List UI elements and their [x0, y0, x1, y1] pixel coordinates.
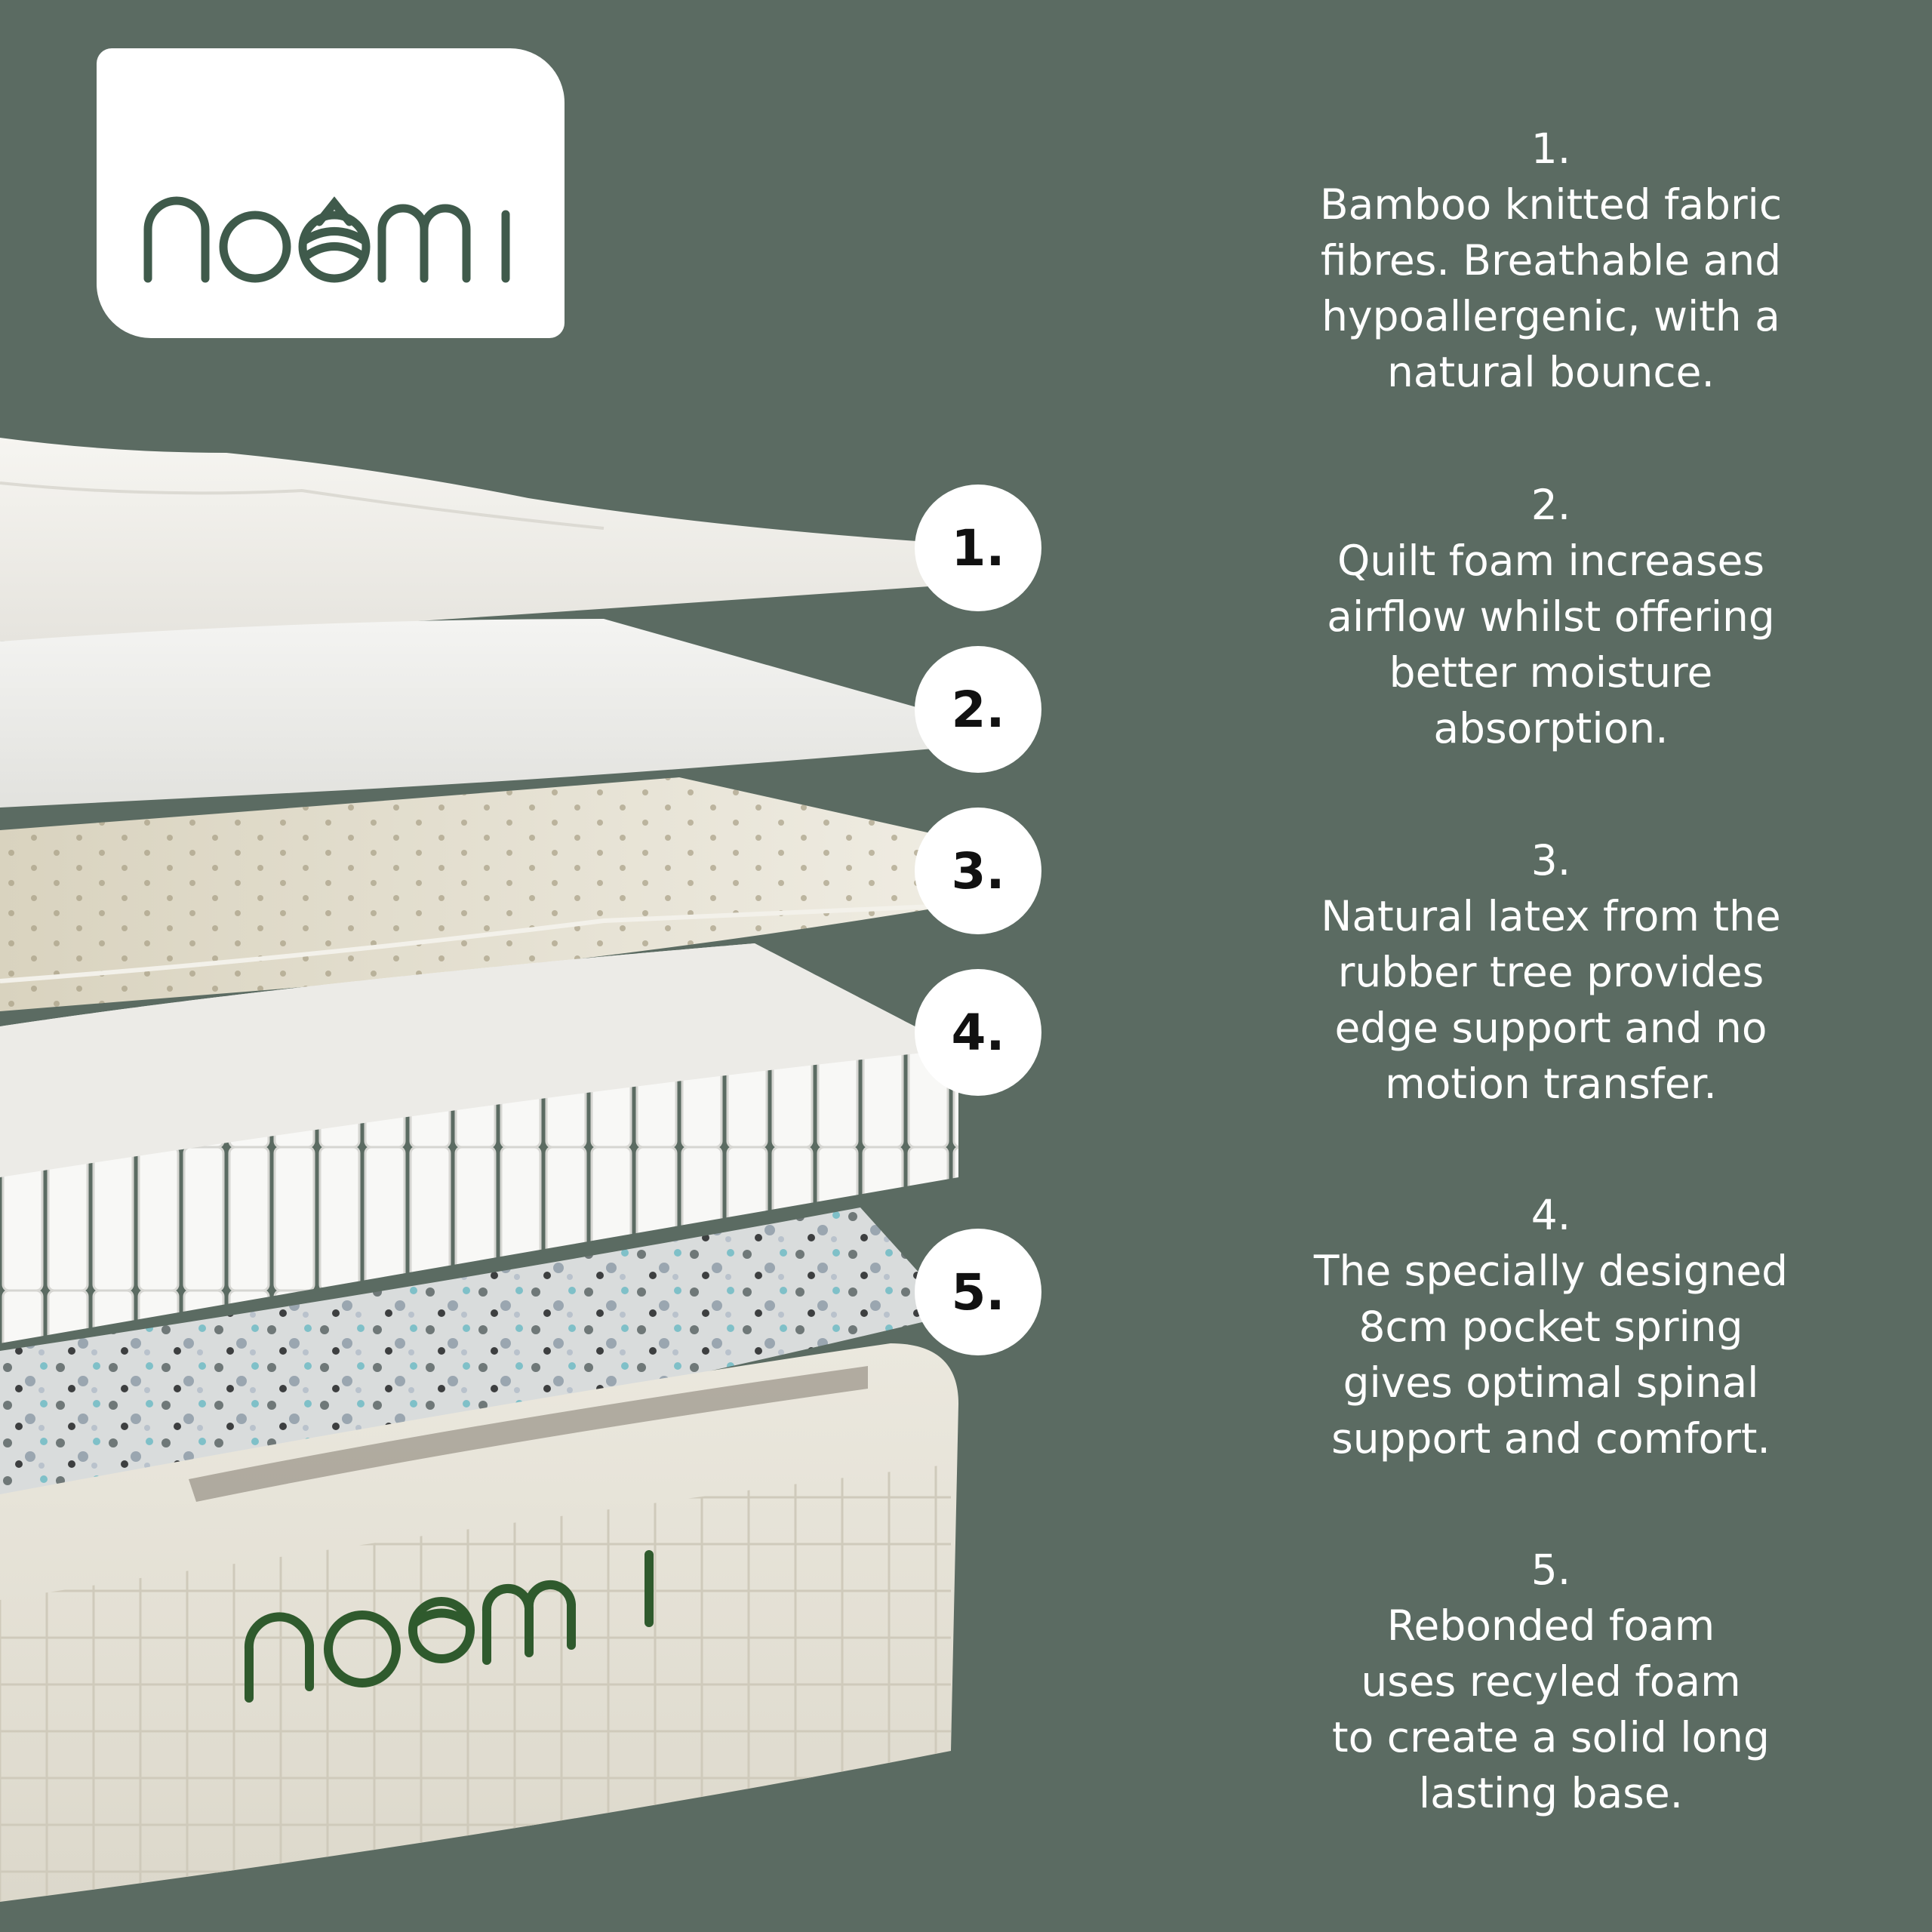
layer-description-1: 1. Bamboo knitted fabric fibres. Breatha… — [1253, 121, 1849, 400]
badge-label: 1. — [951, 518, 1005, 577]
layer-5-rebonded-foam — [0, 1208, 928, 1509]
mattress-layers-illustration — [0, 438, 958, 1902]
description-text: Quilt foam increases airflow whilst offe… — [1327, 537, 1775, 752]
badge-label: 3. — [951, 841, 1005, 900]
layer-description-4: 4. The specially designed 8cm pocket spr… — [1253, 1187, 1849, 1466]
description-text: The specially designed 8cm pocket spring… — [1313, 1247, 1789, 1463]
description-number: 4. — [1531, 1191, 1571, 1239]
badge-3: 3. — [915, 808, 1041, 934]
layer-description-5: 5. Rebonded foam uses recyled foam to cr… — [1253, 1542, 1849, 1821]
layer-1-cover — [0, 438, 951, 641]
description-number: 3. — [1531, 836, 1571, 884]
layer-description-2: 2. Quilt foam increases airflow whilst o… — [1253, 477, 1849, 756]
badge-4: 4. — [915, 969, 1041, 1096]
layer-description-3: 3. Natural latex from the rubber tree pr… — [1253, 832, 1849, 1112]
badge-label: 5. — [951, 1263, 1005, 1321]
noomi-logo — [143, 196, 510, 283]
badge-5: 5. — [915, 1229, 1041, 1355]
description-number: 2. — [1531, 481, 1571, 529]
badge-2: 2. — [915, 646, 1041, 773]
logo-card — [97, 48, 565, 338]
description-text: Bamboo knitted fabric fibres. Breathable… — [1319, 180, 1783, 396]
badge-label: 4. — [951, 1003, 1005, 1062]
mattress-embroidered-logo — [244, 1550, 654, 1703]
description-text: Natural latex from the rubber tree provi… — [1321, 892, 1781, 1108]
description-text: Rebonded foam uses recyled foam to creat… — [1332, 1601, 1770, 1817]
description-number: 5. — [1531, 1546, 1571, 1594]
description-number: 1. — [1531, 125, 1571, 173]
badge-1: 1. — [915, 485, 1041, 611]
badge-label: 2. — [951, 680, 1005, 739]
layer-2-quilt-foam — [0, 619, 951, 808]
